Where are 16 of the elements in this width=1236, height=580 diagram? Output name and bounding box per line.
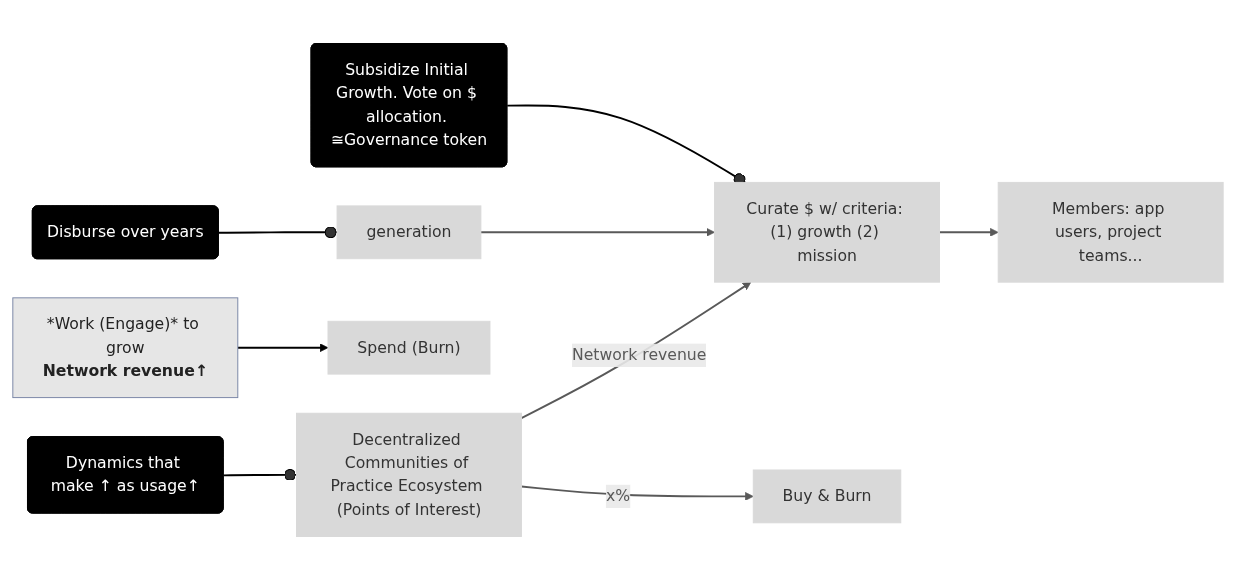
arrow	[520, 485, 754, 501]
node-box: Spend (Burn)	[327, 320, 491, 375]
node-box: Members: app users, project teams...	[997, 181, 1224, 283]
edge-label: x%	[605, 486, 631, 506]
node-box: Decentralized Communities of Practice Ecosystem (Points of Interest)	[296, 412, 522, 537]
arrow	[938, 228, 999, 237]
arrow	[520, 281, 752, 419]
edge-label: Network revenue	[572, 345, 707, 365]
connector	[217, 226, 339, 239]
node-box: generation	[336, 205, 482, 260]
node-box: Curate $ w/ criteria: (1) growth (2) mission	[714, 181, 940, 283]
arrow	[479, 228, 715, 237]
arrow	[236, 343, 329, 352]
connector	[222, 468, 298, 481]
node-box: Buy & Burn	[752, 469, 902, 524]
node-box: *Work (Engage)* to grow Network revenue↑	[12, 297, 239, 399]
